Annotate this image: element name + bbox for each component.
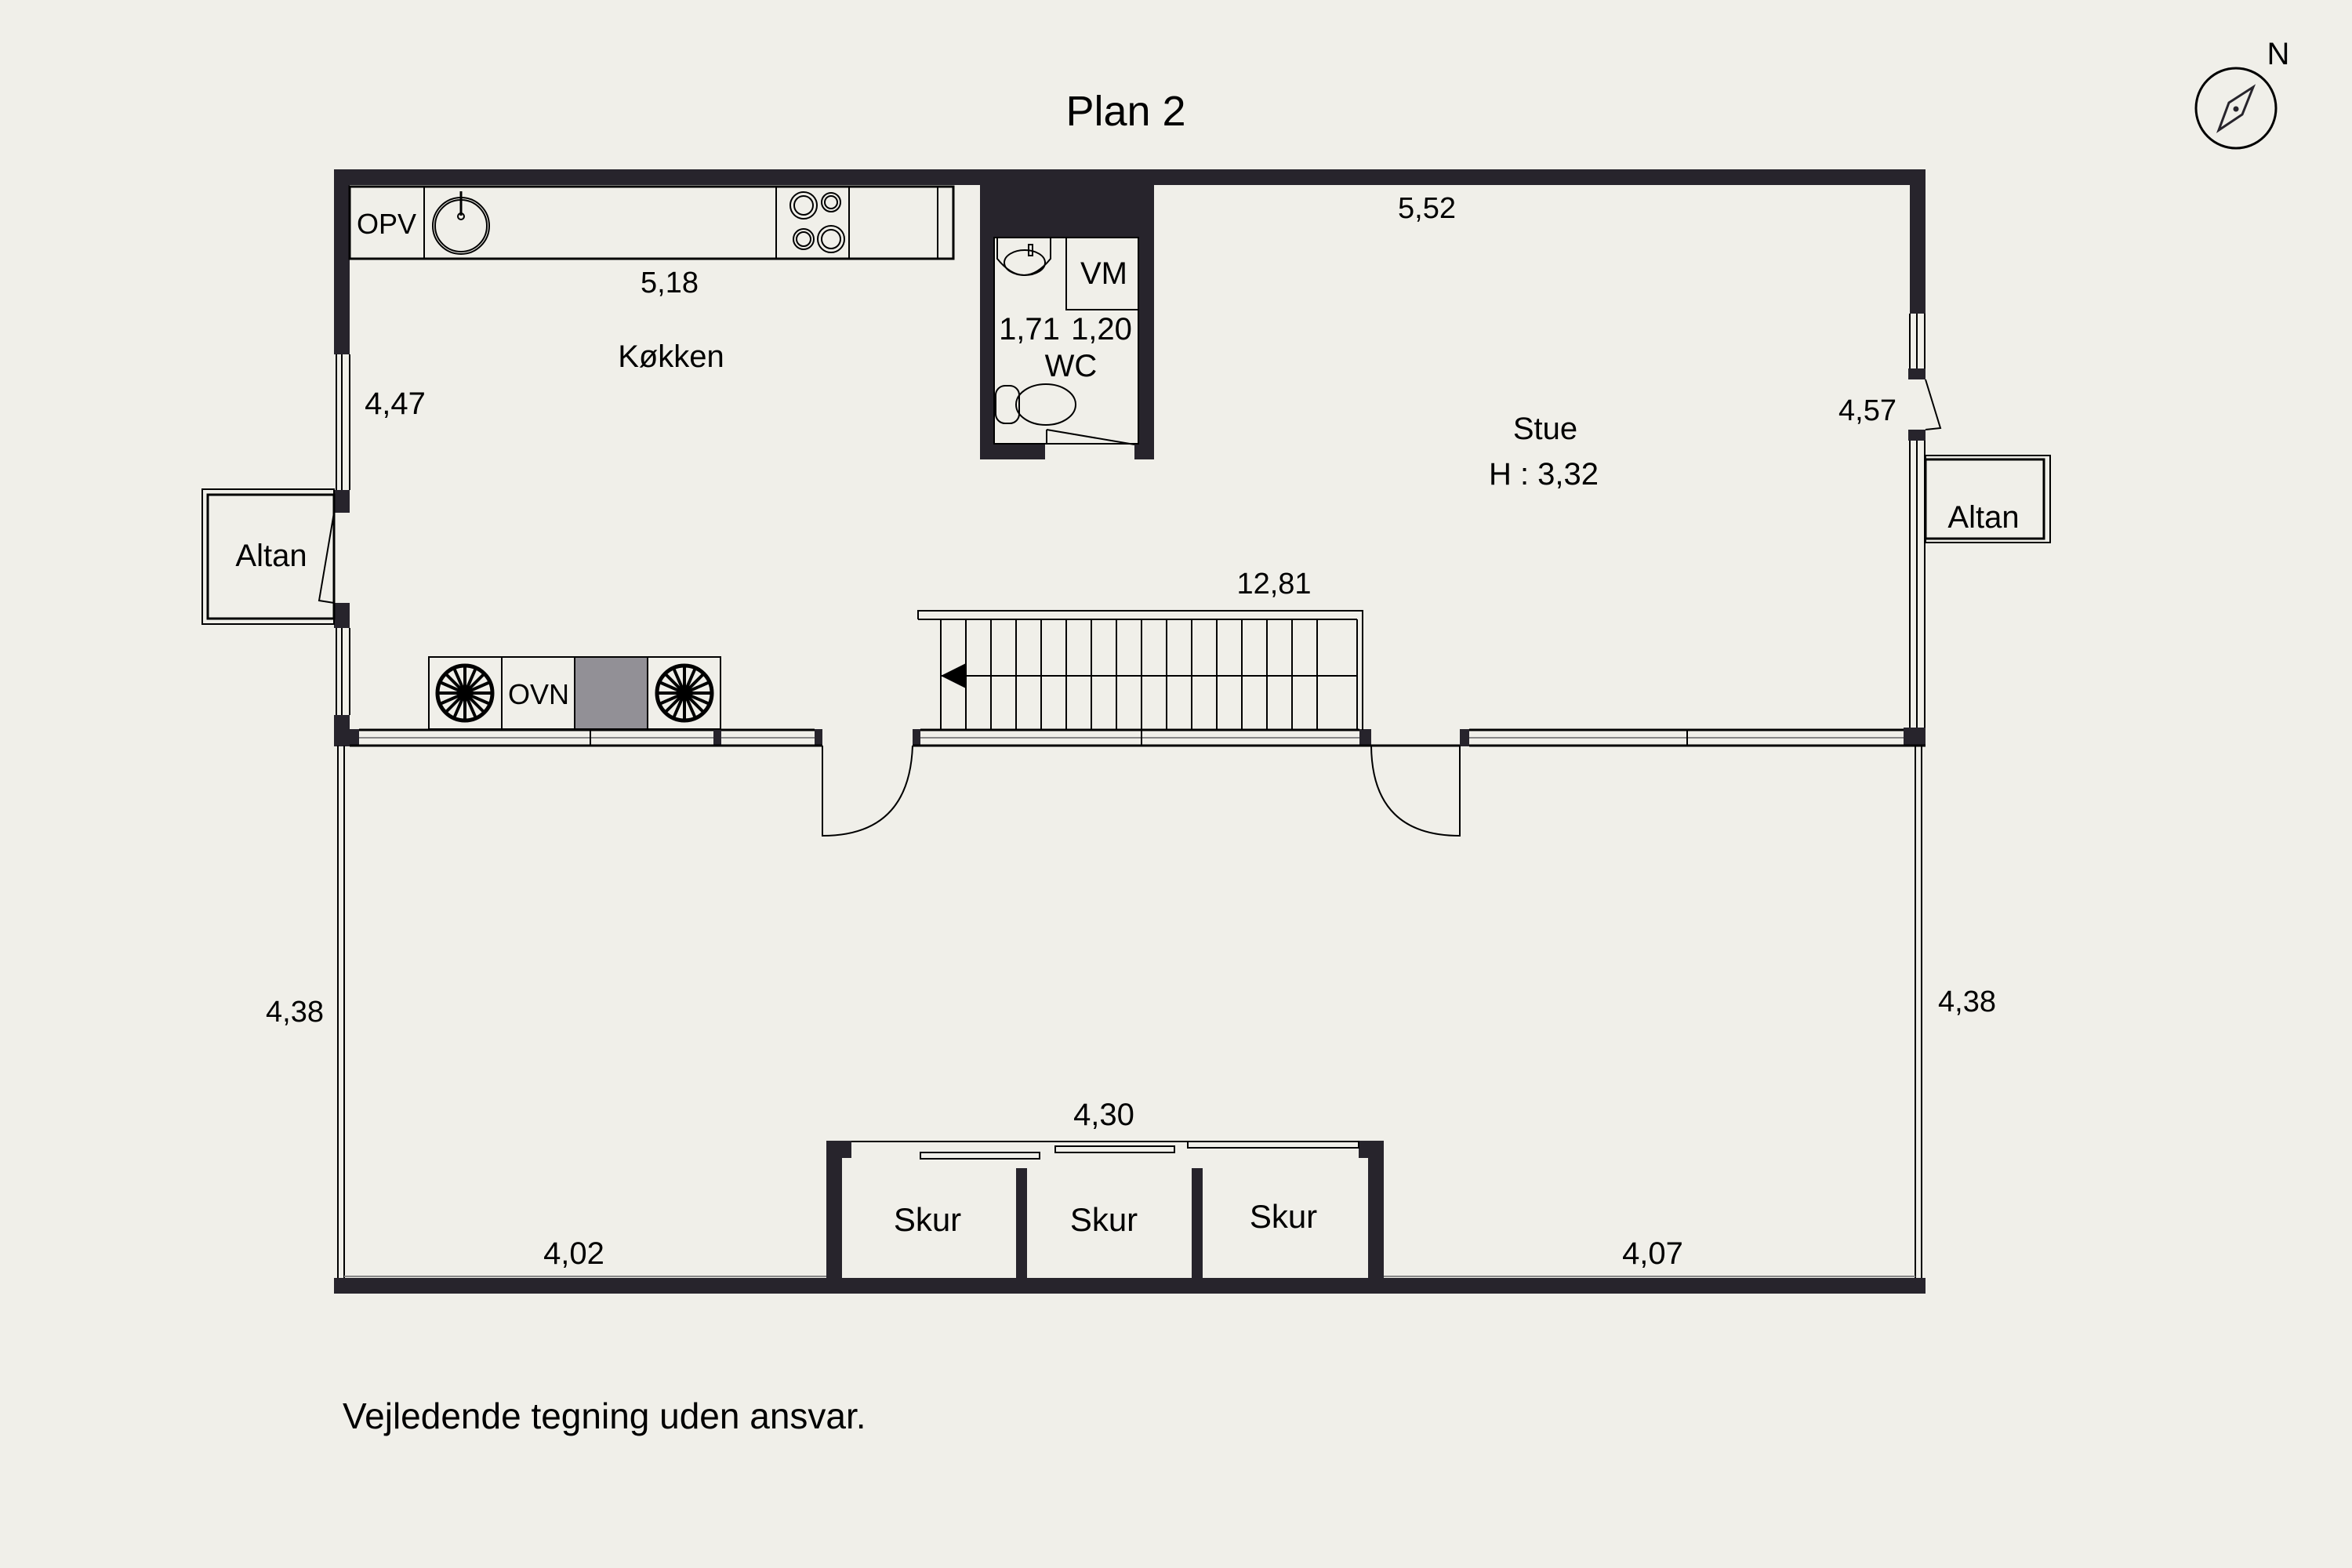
balcony-door-left xyxy=(318,512,335,604)
window-strip-kitchen xyxy=(350,728,822,747)
shed-1-label: Skur xyxy=(894,1201,961,1238)
balcony-door-right xyxy=(1925,379,1942,430)
balcony-left xyxy=(201,488,336,625)
wc-dim-a: 1,71 xyxy=(999,312,1060,347)
living-name: Stue xyxy=(1513,412,1577,446)
terrace-right-depth: 4,38 xyxy=(1938,985,1996,1018)
sink-icon xyxy=(432,191,490,255)
door-terrace-left xyxy=(822,745,913,837)
plan-title: Plan 2 xyxy=(1065,88,1185,135)
window-left-lower xyxy=(336,628,350,715)
shed-2-label: Skur xyxy=(1070,1201,1138,1238)
shed-width: 4,30 xyxy=(1073,1098,1134,1132)
kitchen-depth: 4,47 xyxy=(365,387,426,421)
walls xyxy=(334,169,1926,1294)
balcony-right xyxy=(1924,455,2051,543)
window-right-upper xyxy=(1909,314,1926,368)
kitchen-width: 5,18 xyxy=(641,267,699,299)
fan-icon-left xyxy=(435,663,495,723)
terrace-total-width: 12,81 xyxy=(1236,568,1311,601)
balcony-right-label: Altan xyxy=(1947,500,2019,535)
disclaimer: Vejledende tegning uden ansvar. xyxy=(343,1396,866,1436)
living-width: 5,52 xyxy=(1398,192,1456,225)
living-height: H : 3,32 xyxy=(1489,457,1599,492)
wc-room-name: WC xyxy=(1045,349,1098,383)
window-strip-stairs xyxy=(913,728,1460,747)
compass-icon xyxy=(2194,67,2278,150)
wc-dim-b: 1,20 xyxy=(1071,312,1132,347)
terrace-bottom-left: 4,02 xyxy=(543,1236,604,1271)
kitchen-name: Køkken xyxy=(618,339,724,374)
oven-label: OVN xyxy=(508,678,569,710)
cooktop-icon xyxy=(789,191,845,253)
oven-unit xyxy=(428,656,721,730)
toilet-icon xyxy=(995,383,1076,426)
counter-label: OPV xyxy=(357,208,416,240)
door-terrace-right xyxy=(1370,745,1461,837)
north-label: N xyxy=(2267,37,2290,71)
window-strip-living xyxy=(1469,728,1926,747)
shed-3-label: Skur xyxy=(1250,1198,1317,1235)
wc-appliance-label: VM xyxy=(1080,256,1127,291)
terrace-outline xyxy=(337,746,1922,1278)
window-right-lower xyxy=(1909,441,1926,728)
balcony-left-label: Altan xyxy=(235,539,307,573)
terrace-bottom-right: 4,07 xyxy=(1622,1236,1683,1271)
terrace-left-depth: 4,38 xyxy=(266,996,324,1029)
staircase xyxy=(917,610,1363,730)
fan-icon-right xyxy=(655,663,714,723)
living-depth: 4,57 xyxy=(1838,394,1896,427)
stair-arrow-icon xyxy=(941,663,966,688)
shed-sliding-doors xyxy=(851,1141,1359,1160)
window-left-upper xyxy=(336,354,350,490)
wc-fixtures xyxy=(993,237,1139,445)
kitchen-counter xyxy=(348,185,955,260)
